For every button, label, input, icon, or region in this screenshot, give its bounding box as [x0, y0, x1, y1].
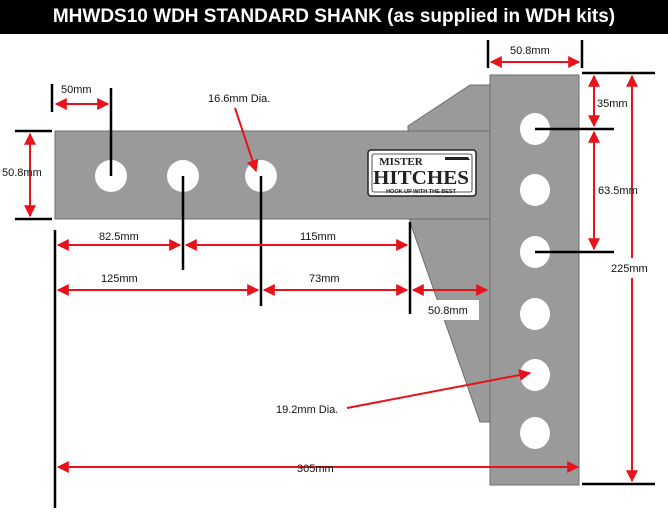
diagram-title: MHWDS10 WDH STANDARD SHANK (as supplied … [0, 0, 668, 34]
plate-hole [520, 359, 550, 391]
dim-label-35mm: 35mm [597, 98, 628, 110]
dim-label-115mm: 115mm [300, 231, 336, 243]
svg-text:MISTER: MISTER [379, 156, 423, 168]
plate-hole [520, 298, 550, 330]
dim-label-plate-width: 50.8mm [510, 45, 550, 57]
shank-diagram: MISTER HITCHES HOOK UP WITH THE BEST [2, 40, 655, 508]
dim-label-shank-height: 50.8mm [2, 167, 42, 179]
leader-arrow [234, 107, 259, 173]
dim-label-125mm: 125mm [101, 273, 138, 285]
dim-label-82-5mm: 82.5mm [99, 231, 139, 243]
svg-text:HITCHES: HITCHES [373, 167, 469, 189]
leader-arrow [346, 369, 532, 409]
dim-label-gusset-gap: 50.8mm [428, 305, 468, 317]
plate-hole [520, 417, 550, 449]
svg-text:HOOK UP WITH THE BEST: HOOK UP WITH THE BEST [386, 189, 457, 195]
dim-label-overall-length: 305mm [297, 463, 334, 475]
mister-hitches-logo: MISTER HITCHES HOOK UP WITH THE BEST [367, 149, 477, 197]
plate-hole [520, 174, 550, 206]
dim-label-50mm: 50mm [61, 84, 92, 96]
dim-label-shank-hole-dia: 16.6mm Dia. [208, 93, 270, 105]
dim-label-63-5mm: 63.5mm [598, 185, 638, 197]
dim-label-plate-hole-dia: 19.2mm Dia. [276, 404, 338, 416]
dim-label-225mm: 225mm [611, 263, 648, 275]
label-bg [609, 258, 653, 278]
dim-label-73mm: 73mm [309, 273, 340, 285]
label-bg [425, 300, 479, 320]
